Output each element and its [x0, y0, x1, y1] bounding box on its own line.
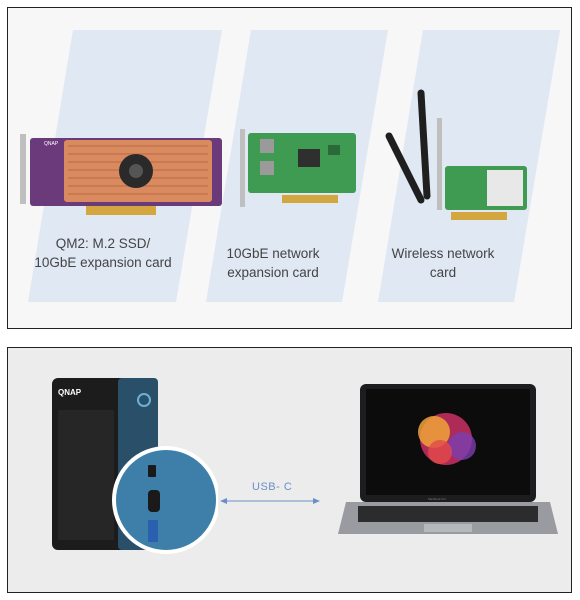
- nas-device-image: QNAP: [52, 378, 218, 554]
- caption-line: Wireless network: [391, 246, 495, 261]
- laptop-label: MacBook Pro: [428, 497, 446, 501]
- usb-c-connection-panel: QNAP USB- C MacBook Pro: [7, 347, 572, 593]
- caption-line: expansion card: [227, 265, 319, 280]
- caption-line: QM2: M.2 SSD/: [55, 236, 151, 251]
- expansion-cards-panel: QNAP QM2: M.2 SSD/ 10GbE expansion card …: [7, 7, 572, 329]
- caption-line: 10GbE network: [226, 246, 320, 261]
- wireless-caption: Wireless network card: [378, 244, 508, 282]
- caption-line: 10GbE expansion card: [34, 255, 172, 270]
- qm2-caption: QM2: M.2 SSD/ 10GbE expansion card: [28, 234, 178, 272]
- 10gbe-caption: 10GbE network expansion card: [208, 244, 338, 282]
- connection-arrow: [220, 498, 320, 504]
- caption-line: card: [429, 265, 457, 280]
- qnap-logo-small: QNAP: [44, 141, 59, 147]
- wireless-card-image: [385, 89, 527, 220]
- laptop-image: MacBook Pro: [338, 384, 558, 534]
- qm2-card-image: QNAP: [20, 134, 222, 215]
- 10gbe-card-image: [240, 129, 356, 207]
- usb-c-label: USB- C: [252, 481, 293, 493]
- qnap-logo: QNAP: [58, 388, 82, 397]
